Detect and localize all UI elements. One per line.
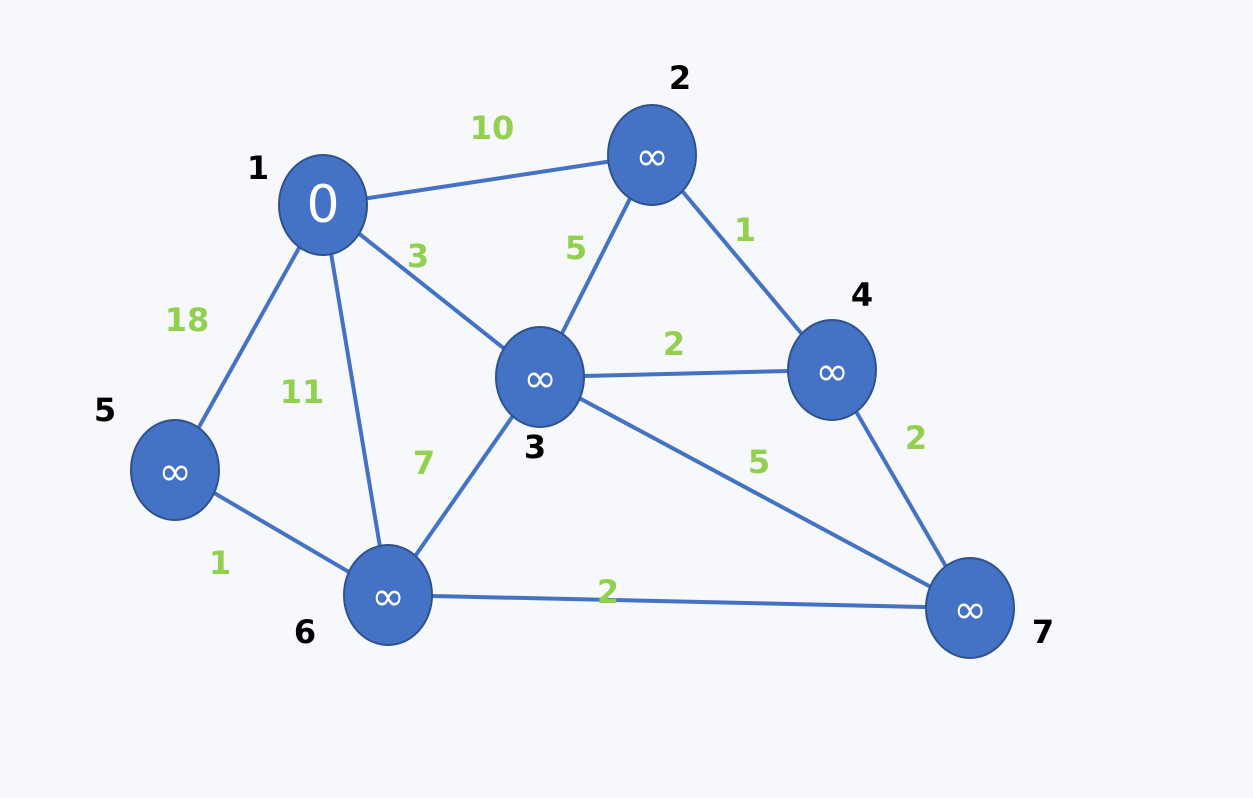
edge-1-6 (321, 204, 390, 596)
node-5: ∞ (130, 419, 220, 521)
edge-weight-label: 7 (413, 444, 435, 482)
node-4: ∞ (787, 319, 877, 421)
node-circle (343, 544, 433, 646)
edge-weight-label: 5 (565, 229, 587, 267)
edge-weight-label: 5 (748, 443, 770, 481)
node-circle (130, 419, 220, 521)
edge-weight-label: 2 (663, 325, 685, 363)
node-7: ∞ (925, 557, 1015, 659)
edge-1-5 (173, 204, 325, 471)
node-2: ∞ (607, 104, 697, 206)
node-id-label: 7 (1032, 613, 1054, 651)
edge-3-7 (539, 375, 971, 610)
edge-weight-label: 11 (280, 373, 325, 411)
edge-1-2 (322, 153, 653, 207)
node-id-label: 6 (294, 613, 316, 651)
node-3: ∞ (495, 326, 585, 428)
node-id-label: 1 (247, 149, 269, 187)
edge-weight-label: 1 (209, 544, 231, 582)
node-distance: ∞ (815, 349, 848, 395)
edge-3-4 (539, 368, 833, 379)
node-circle (787, 319, 877, 421)
edge-weight-label: 2 (905, 419, 927, 457)
node-6: ∞ (343, 544, 433, 646)
node-id-label: 4 (851, 276, 873, 314)
node-1: 0 (278, 154, 368, 256)
node-id-label: 3 (524, 428, 546, 466)
edge-weight-label: 10 (470, 109, 515, 147)
node-id-label: 2 (669, 59, 691, 97)
edge-weight-label: 2 (597, 573, 619, 611)
node-distance: ∞ (953, 587, 986, 633)
node-id-label: 5 (94, 391, 116, 429)
node-distance: ∞ (523, 356, 556, 402)
node-circle (495, 326, 585, 428)
node-distance: 0 (306, 175, 339, 235)
node-circle (925, 557, 1015, 659)
node-circle (278, 154, 368, 256)
node-distance: ∞ (371, 574, 404, 620)
edge-weight-label: 18 (165, 301, 210, 339)
edge-6-7 (387, 593, 971, 610)
node-circle (607, 104, 697, 206)
node-distance: ∞ (158, 449, 191, 495)
edge-weight-label: 3 (407, 237, 429, 275)
node-distance: ∞ (635, 134, 668, 180)
edge-weight-label: 1 (734, 211, 756, 249)
